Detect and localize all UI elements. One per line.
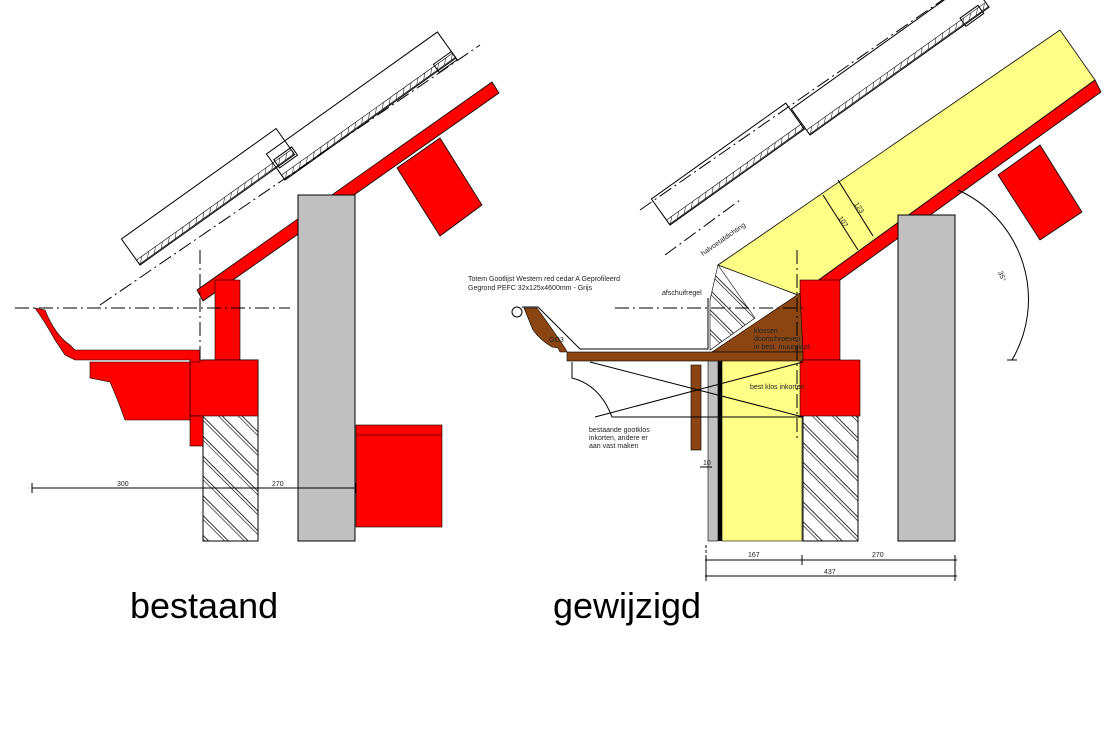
- existing-section: 300 270 bestaand: [15, 31, 500, 626]
- modified-dimension-lines: 10 167 270 437: [700, 460, 957, 581]
- membrane: [718, 360, 722, 541]
- gutter-bracket: [690, 364, 702, 451]
- gutter-bead: [511, 306, 523, 318]
- blocks-note: klossen doorschroeven in best. muurplaat: [754, 328, 810, 351]
- modified-title: gewijzigd: [553, 585, 701, 626]
- modified-section: 35° 107 123 Totem Gootlijst Western red …: [468, 0, 1102, 626]
- gutter-block-note: bestaande gootklos inkorten, andere er a…: [589, 427, 652, 450]
- gutter-board: [566, 351, 804, 362]
- wall-plate-new: [799, 279, 841, 361]
- wall-plate-lower: [189, 359, 259, 417]
- dim-167: 167: [748, 552, 760, 559]
- dim-300: 300: [117, 481, 129, 488]
- rafter-end: [396, 137, 483, 237]
- angle-label: 35°: [996, 270, 1007, 283]
- inner-wall-new: [897, 214, 956, 542]
- rafter-end-new: [997, 144, 1083, 241]
- dim-437: 437: [824, 569, 836, 576]
- wall-plate-lower-new: [799, 359, 861, 417]
- dim-270-new: 270: [872, 552, 884, 559]
- outer-wall-new: [802, 414, 859, 542]
- wall-plate: [214, 279, 241, 361]
- bevel-label: afschuifregel: [662, 290, 702, 297]
- existing-dimension-line: 300 270: [31, 481, 357, 493]
- floor-beam: [355, 424, 443, 528]
- existing-title: bestaand: [130, 585, 278, 626]
- fascia: [189, 415, 204, 447]
- roof-tiles-new: [639, 0, 990, 226]
- angle-arc: [957, 189, 1029, 361]
- roof-boarding: [196, 81, 500, 302]
- gutter-code: GO3: [549, 337, 564, 344]
- gutter-note: Totem Gootlijst Western red cedar A Gepr…: [468, 276, 622, 292]
- dim-10: 10: [703, 460, 711, 467]
- dim-270: 270: [272, 481, 284, 488]
- inner-wall: [297, 194, 356, 542]
- existing-block-note: best klos inkorten: [750, 384, 805, 391]
- roof-tiles: [99, 31, 481, 306]
- cornice-profile: [34, 307, 201, 421]
- gutter-profile: [523, 307, 568, 353]
